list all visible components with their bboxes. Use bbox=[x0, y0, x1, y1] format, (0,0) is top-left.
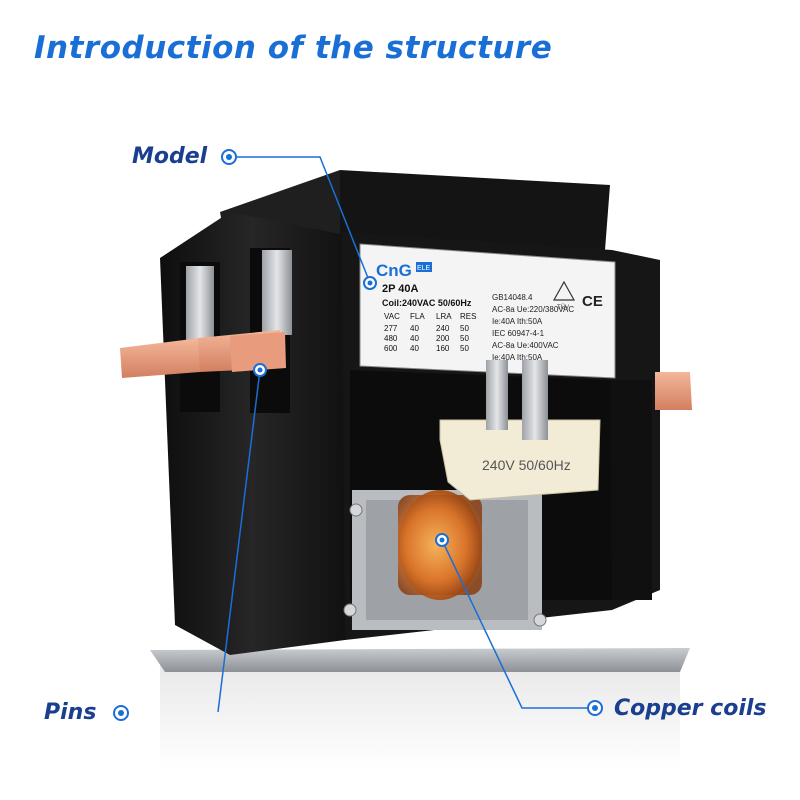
tuv-mark: TÜV bbox=[557, 304, 569, 311]
table-cell: 40 bbox=[410, 334, 419, 343]
pins-callout-line bbox=[217, 369, 261, 713]
coils-callout-line bbox=[441, 539, 588, 709]
spec-line: AC-8a Ue:220/380VAC bbox=[492, 305, 574, 314]
table-header: RES bbox=[460, 312, 476, 321]
coil-terminal-1 bbox=[486, 360, 508, 430]
model-marker-dot bbox=[367, 280, 373, 286]
model-callout-label: Model bbox=[132, 144, 208, 169]
pin-tab-1 bbox=[120, 338, 200, 378]
table-cell: 277 bbox=[384, 324, 398, 333]
terminal-screw-2 bbox=[262, 250, 292, 335]
coils-marker-dot bbox=[439, 537, 445, 543]
floor-reflection bbox=[160, 660, 680, 770]
table-cell: 240 bbox=[436, 324, 450, 333]
coils-callout-dot-icon bbox=[587, 700, 603, 716]
rating-table: VAC FLA LRA RES 277 40 240 50 480 40 200… bbox=[384, 312, 476, 353]
rating-label bbox=[359, 243, 616, 379]
spec-line: Ie:40A Ith:50A bbox=[492, 353, 543, 362]
page-title: Introduction of the structure bbox=[34, 30, 553, 66]
terminal-screw-1 bbox=[186, 266, 214, 346]
model-text: 2P 40A bbox=[382, 283, 419, 295]
table-cell: 50 bbox=[460, 324, 469, 333]
coil-bobbin bbox=[439, 419, 601, 501]
pins-callout-dot-icon bbox=[113, 705, 129, 721]
spec-line: GB14048.4 bbox=[492, 293, 533, 302]
coil-rating-text: Coil:240VAC 50/60Hz bbox=[382, 298, 472, 308]
pin-tab-3 bbox=[230, 332, 286, 372]
ce-mark: CE bbox=[582, 293, 603, 310]
brand-logo: CnG bbox=[376, 261, 412, 280]
table-cell: 50 bbox=[460, 334, 469, 343]
table-header: VAC bbox=[384, 312, 400, 321]
top-housing bbox=[340, 170, 610, 250]
brand-badge: ELE bbox=[417, 265, 431, 272]
table-cell: 200 bbox=[436, 334, 450, 343]
table-cell: 600 bbox=[384, 344, 398, 353]
table-header: LRA bbox=[436, 312, 452, 321]
spec-line: AC-8a Ue:400VAC bbox=[492, 341, 559, 350]
frame-screw bbox=[343, 603, 357, 617]
frame-screw bbox=[349, 503, 363, 517]
spec-lines: GB14048.4 AC-8a Ue:220/380VAC Ie:40A Ith… bbox=[492, 293, 574, 362]
coil-terminal-2 bbox=[522, 360, 548, 440]
right-leg bbox=[610, 380, 652, 600]
coils-callout-label: Copper coils bbox=[614, 696, 767, 721]
model-callout-dot-icon bbox=[221, 149, 237, 165]
model-callout-line bbox=[237, 156, 371, 284]
coil-voltage-label: 240V 50/60Hz bbox=[482, 457, 571, 473]
table-cell: 160 bbox=[436, 344, 450, 353]
table-cell: 480 bbox=[384, 334, 398, 343]
table-cell: 40 bbox=[410, 324, 419, 333]
base-plate bbox=[150, 648, 690, 672]
spec-line: Ie:40A Ith:50A bbox=[492, 317, 543, 326]
brand-badge-box bbox=[416, 262, 432, 272]
pins-marker-dot bbox=[257, 367, 263, 373]
pins-callout-label: Pins bbox=[44, 700, 97, 725]
tuv-triangle-icon bbox=[552, 280, 576, 301]
pin-tab-right bbox=[655, 372, 692, 410]
spec-line: IEC 60947-4-1 bbox=[492, 329, 545, 338]
table-cell: 50 bbox=[460, 344, 469, 353]
table-cell: 40 bbox=[410, 344, 419, 353]
frame-screw bbox=[533, 613, 547, 627]
table-header: FLA bbox=[410, 312, 425, 321]
